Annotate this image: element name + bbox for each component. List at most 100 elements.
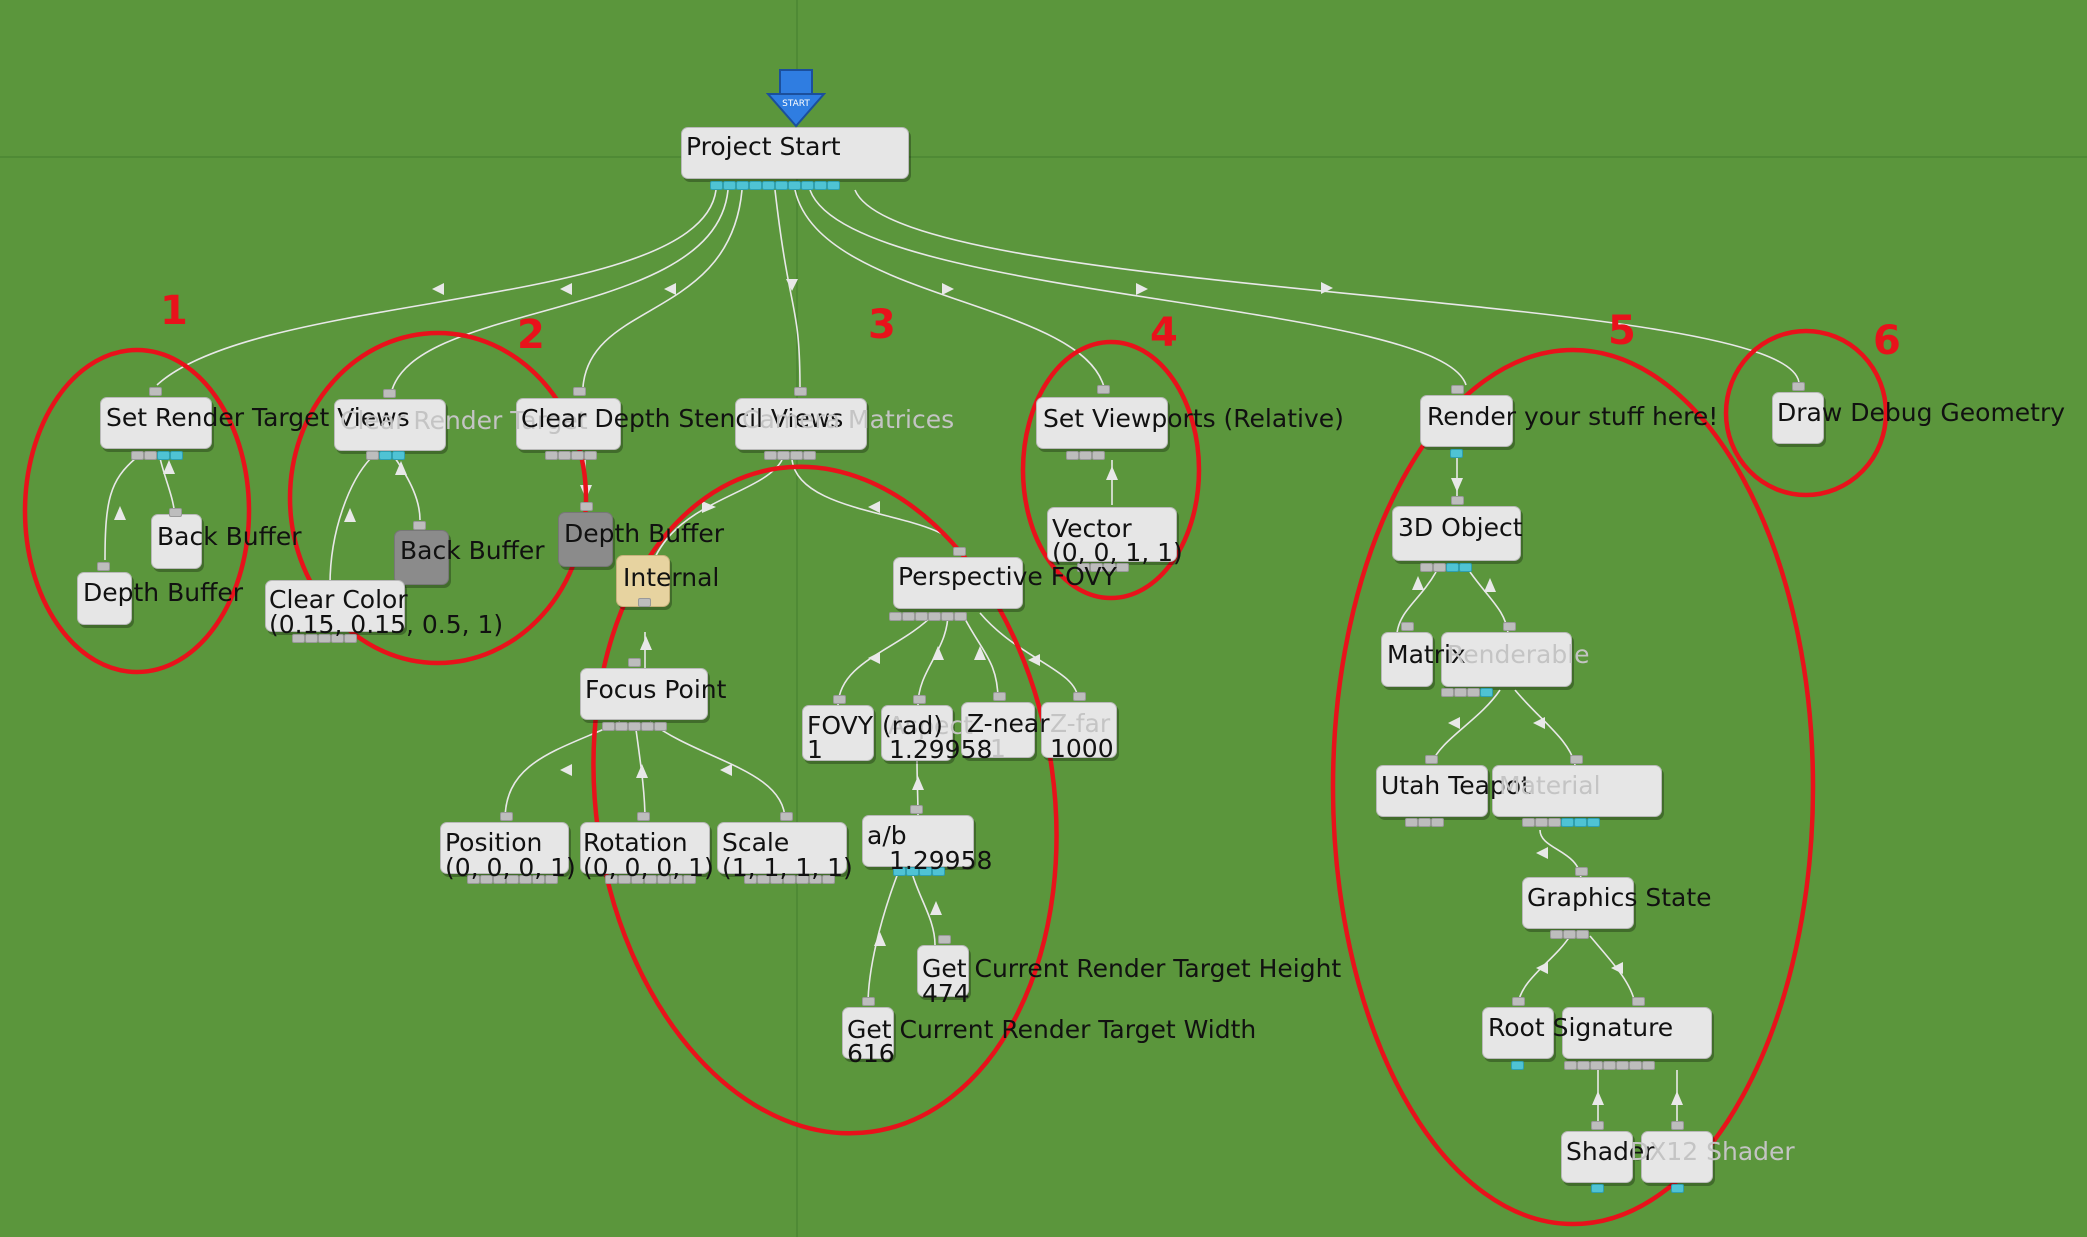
connector-port[interactable] <box>131 451 144 460</box>
connector-port[interactable] <box>1671 1121 1684 1130</box>
connector-port[interactable] <box>953 547 966 556</box>
connector-port[interactable] <box>605 875 618 884</box>
connector-port[interactable] <box>1577 1061 1590 1070</box>
connector-port[interactable] <box>1401 622 1414 631</box>
connector-port[interactable] <box>1564 1061 1577 1070</box>
connector-port[interactable] <box>833 695 846 704</box>
connector-port[interactable] <box>796 875 809 884</box>
connector-port[interactable] <box>1092 451 1105 460</box>
connector-port[interactable] <box>292 634 305 643</box>
connector-port[interactable] <box>1480 688 1493 697</box>
connector-port[interactable] <box>1441 688 1454 697</box>
connector-port[interactable] <box>941 612 954 621</box>
connector-port[interactable] <box>1431 818 1444 827</box>
node-vector[interactable] <box>1047 507 1177 562</box>
connector-port[interactable] <box>1563 930 1576 939</box>
connector-port[interactable] <box>383 389 396 398</box>
node-a-b[interactable] <box>862 815 974 867</box>
node-perspective-fovy[interactable] <box>893 557 1023 609</box>
connector-port[interactable] <box>1090 563 1103 572</box>
connector-port[interactable] <box>790 451 803 460</box>
node-renderable[interactable] <box>1441 632 1572 687</box>
connector-port[interactable] <box>1451 385 1464 394</box>
connector-port[interactable] <box>305 634 318 643</box>
connector-port[interactable] <box>794 387 807 396</box>
connector-port[interactable] <box>1522 818 1535 827</box>
node-draw-debug-geometry[interactable] <box>1772 392 1824 444</box>
connector-port[interactable] <box>889 612 902 621</box>
connector-port[interactable] <box>657 875 670 884</box>
connector-port[interactable] <box>1616 1061 1629 1070</box>
connector-port[interactable] <box>777 451 790 460</box>
connector-port[interactable] <box>641 722 654 731</box>
connector-port[interactable] <box>1425 755 1438 764</box>
connector-port[interactable] <box>631 875 644 884</box>
connector-port[interactable] <box>571 451 584 460</box>
node-dx12-shader[interactable] <box>1641 1131 1713 1183</box>
connector-port[interactable] <box>644 875 657 884</box>
connector-port[interactable] <box>493 875 506 884</box>
node-clear-depth-stencil-views[interactable] <box>516 398 621 450</box>
connector-port[interactable] <box>827 181 840 190</box>
node-back-buffer[interactable] <box>151 514 202 569</box>
connector-port[interactable] <box>654 722 667 731</box>
connector-port[interactable] <box>628 722 641 731</box>
connector-port[interactable] <box>762 181 775 190</box>
connector-port[interactable] <box>788 181 801 190</box>
node-back-buffer[interactable] <box>394 530 449 585</box>
connector-port[interactable] <box>910 805 923 814</box>
node-get-current-render-target-width[interactable] <box>842 1007 894 1059</box>
connector-port[interactable] <box>1561 818 1574 827</box>
connector-port[interactable] <box>1629 1061 1642 1070</box>
connector-port[interactable] <box>618 875 631 884</box>
node-graphics-state-pipeline[interactable] <box>1562 1007 1712 1059</box>
node-get-current-render-target-height[interactable] <box>917 945 969 997</box>
connector-port[interactable] <box>480 875 493 884</box>
connector-port[interactable] <box>775 181 788 190</box>
connector-port[interactable] <box>1467 688 1480 697</box>
connector-port[interactable] <box>723 181 736 190</box>
node-set-render-target-views[interactable] <box>100 397 212 449</box>
connector-port[interactable] <box>1590 1061 1603 1070</box>
connector-port[interactable] <box>500 812 513 821</box>
connector-port[interactable] <box>822 875 835 884</box>
node-fovy[interactable] <box>802 705 874 761</box>
connector-port[interactable] <box>1512 997 1525 1006</box>
connector-port[interactable] <box>344 634 357 643</box>
connector-port[interactable] <box>993 692 1006 701</box>
connector-port[interactable] <box>519 875 532 884</box>
connector-port[interactable] <box>683 875 696 884</box>
connector-port[interactable] <box>801 181 814 190</box>
node-clear-render-target[interactable] <box>334 399 446 451</box>
connector-port[interactable] <box>615 722 628 731</box>
connector-port[interactable] <box>710 181 723 190</box>
connector-port[interactable] <box>809 875 822 884</box>
connector-port[interactable] <box>928 612 941 621</box>
connector-port[interactable] <box>1066 451 1079 460</box>
connector-port[interactable] <box>1632 997 1645 1006</box>
connector-port[interactable] <box>318 634 331 643</box>
connector-port[interactable] <box>862 997 875 1006</box>
connector-port[interactable] <box>545 875 558 884</box>
node-scale[interactable] <box>717 822 847 874</box>
connector-port[interactable] <box>1642 1061 1655 1070</box>
connector-port[interactable] <box>149 387 162 396</box>
connector-port[interactable] <box>744 875 757 884</box>
connector-port[interactable] <box>558 451 571 460</box>
connector-port[interactable] <box>1603 1061 1616 1070</box>
connector-port[interactable] <box>573 387 586 396</box>
connector-port[interactable] <box>902 612 915 621</box>
connector-port[interactable] <box>331 634 344 643</box>
connector-port[interactable] <box>392 451 405 460</box>
connector-port[interactable] <box>1576 930 1589 939</box>
connector-port[interactable] <box>1420 563 1433 572</box>
connector-port[interactable] <box>1405 818 1418 827</box>
connector-port[interactable] <box>1587 818 1600 827</box>
node-aspect[interactable] <box>881 705 953 761</box>
connector-port[interactable] <box>932 867 945 876</box>
connector-port[interactable] <box>1459 563 1472 572</box>
connector-port[interactable] <box>1103 563 1116 572</box>
connector-port[interactable] <box>938 935 951 944</box>
node-depth-buffer[interactable] <box>77 572 132 625</box>
